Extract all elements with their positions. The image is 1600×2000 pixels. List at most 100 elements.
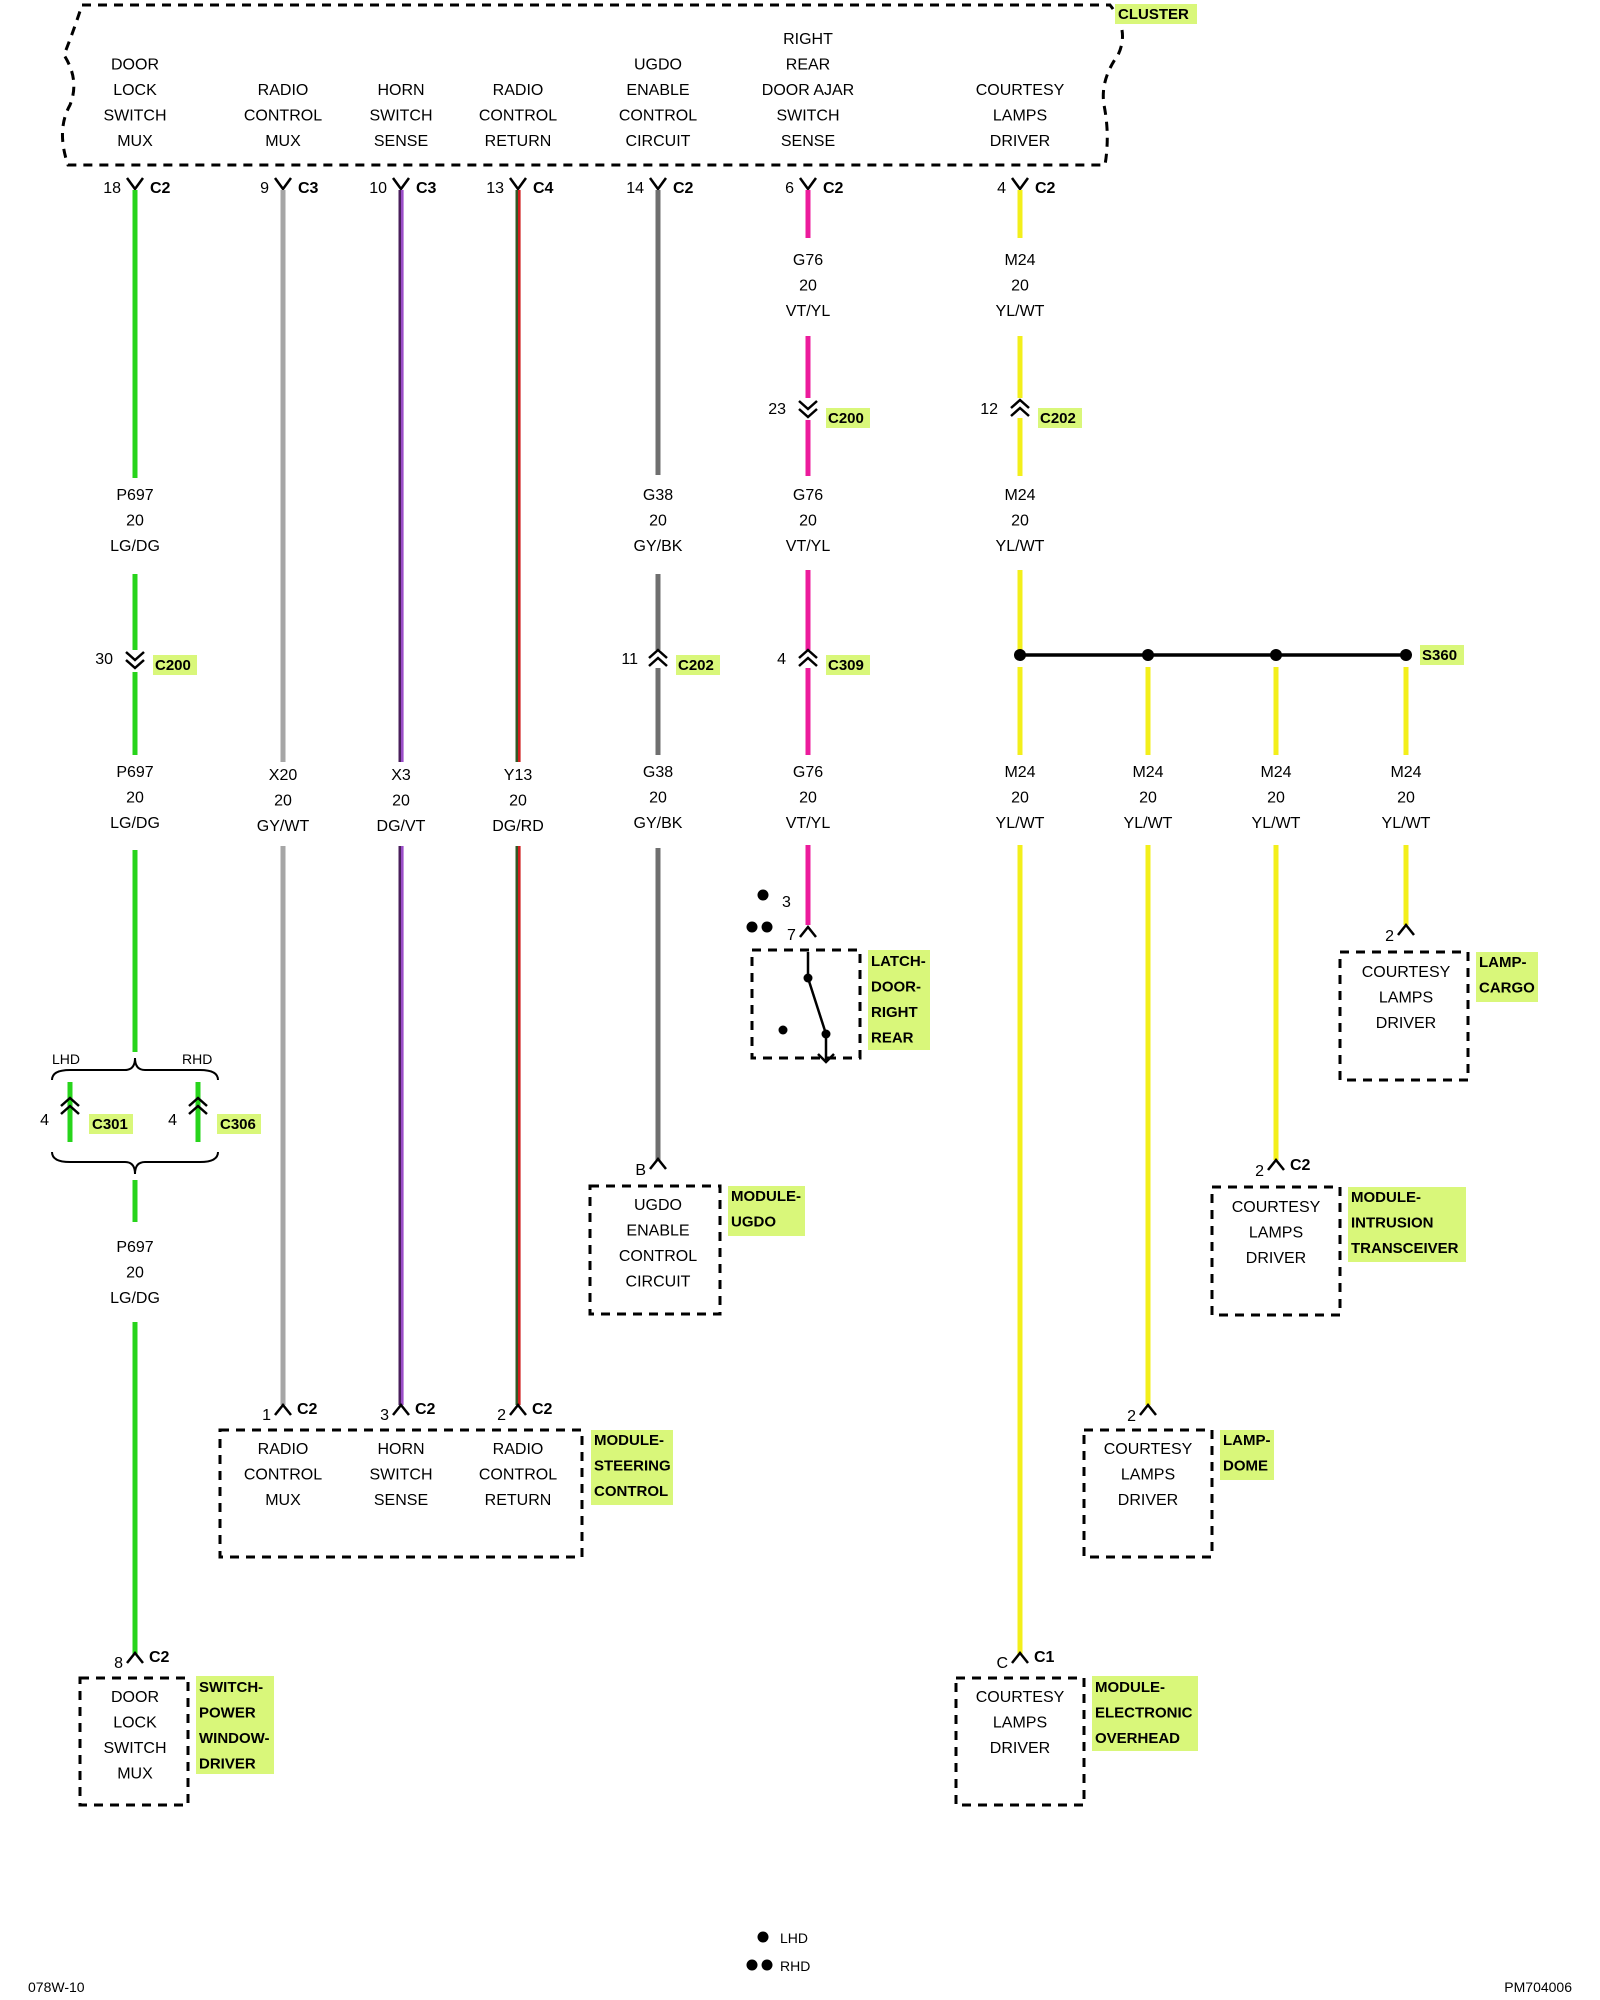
inline-connector-c202 xyxy=(648,656,668,667)
wire-label: G38 xyxy=(643,487,673,504)
inline-connector-c202 xyxy=(1010,406,1030,417)
inline-connector-pin: 4 xyxy=(40,1112,49,1129)
cluster-connector-label: C2 xyxy=(150,180,171,197)
module-name: CONTROL xyxy=(594,1483,668,1500)
cluster-pin-label: SWITCH xyxy=(103,108,166,125)
latch-switch-contact xyxy=(778,1025,788,1035)
module-pin-terminal xyxy=(1267,1157,1285,1171)
module-highlight xyxy=(196,1676,274,1774)
cluster-pin-label: RIGHT xyxy=(783,31,833,48)
module-pin-label: RADIO xyxy=(258,1441,309,1458)
module-pin-label: CIRCUIT xyxy=(626,1274,691,1291)
inline-connector-c200 xyxy=(125,651,145,662)
cluster-pin-label: UGDO xyxy=(634,57,682,74)
wire-label: 20 xyxy=(1011,278,1029,295)
wire-label: YL/WT xyxy=(1382,815,1431,832)
wire-label: 20 xyxy=(392,793,410,810)
module-pin-number: 2 xyxy=(1127,1408,1136,1425)
cluster-connector-label: C3 xyxy=(298,180,319,197)
rhd-dot xyxy=(746,921,758,933)
module-pin-label: SWITCH xyxy=(103,1740,166,1757)
module-pin-label: LAMPS xyxy=(1249,1225,1303,1242)
latch-switch-arm xyxy=(806,977,828,1035)
cluster-pin-label: LAMPS xyxy=(993,108,1047,125)
module-pin-terminal xyxy=(649,1156,667,1170)
module-pin-label: COURTESY xyxy=(1232,1199,1321,1216)
module-name: WINDOW- xyxy=(199,1730,270,1747)
wire-label: 20 xyxy=(799,513,817,530)
cluster-pin-label: CONTROL xyxy=(244,108,322,125)
module-lamp-dome-box xyxy=(1082,1428,1214,1559)
module-highlight xyxy=(868,950,930,1050)
legend-lhd-dot xyxy=(757,1931,769,1943)
module-pin-terminal xyxy=(126,1650,144,1664)
legend-lhd-label: LHD xyxy=(780,1930,808,1946)
module-highlight xyxy=(1348,1187,1466,1262)
label-mask xyxy=(371,762,431,846)
cluster-pin-label: DOOR xyxy=(111,57,159,74)
wire-label: M24 xyxy=(1390,764,1421,781)
lhd-dot xyxy=(757,889,769,901)
inline-connector-label: C200 xyxy=(828,410,864,427)
inline-connector-c202 xyxy=(1010,398,1030,409)
module-name: RIGHT xyxy=(871,1004,918,1021)
module-pin-number: 1 xyxy=(262,1407,271,1424)
module-pin-label: COURTESY xyxy=(976,1689,1065,1706)
cluster-pin-label: RADIO xyxy=(493,82,544,99)
inline-connector-c200 xyxy=(798,400,818,411)
cluster-pin-number: 6 xyxy=(785,180,794,197)
module-pin-terminal xyxy=(509,1402,527,1416)
cluster-pin-terminal xyxy=(648,177,668,192)
inline-connector-c309 xyxy=(798,648,818,659)
inline-connector-pin: 11 xyxy=(621,651,638,668)
module-name: ELECTRONIC xyxy=(1095,1705,1193,1722)
inline-connector-label: C202 xyxy=(678,657,714,674)
module-name: DRIVER xyxy=(199,1756,256,1773)
wire-label: P697 xyxy=(116,1239,153,1256)
wire-label: G76 xyxy=(793,764,823,781)
module-pin-label: CONTROL xyxy=(479,1467,557,1484)
cluster-connector-label: C2 xyxy=(1035,180,1056,197)
wire-label: M24 xyxy=(1004,252,1035,269)
module-highlight xyxy=(591,1430,673,1505)
wire-label: M24 xyxy=(1004,487,1035,504)
splice-dot xyxy=(1270,649,1282,661)
module-pin-label: RETURN xyxy=(485,1492,552,1509)
module-pin-label: SENSE xyxy=(374,1492,428,1509)
rhd-label: RHD xyxy=(182,1051,212,1067)
cluster-pin-terminal xyxy=(391,177,411,192)
wire-label: 20 xyxy=(1011,513,1029,530)
module-name: INTRUSION xyxy=(1351,1215,1434,1232)
wire-label: 20 xyxy=(126,513,144,530)
wire-label: 20 xyxy=(649,790,667,807)
module-highlight xyxy=(1092,1676,1198,1751)
cluster-pin-label: CIRCUIT xyxy=(626,133,691,150)
lhd-label: LHD xyxy=(52,1051,80,1067)
inline-connector-label: C200 xyxy=(155,657,191,674)
module-pin-label: COURTESY xyxy=(1104,1441,1193,1458)
splice-dot xyxy=(1142,649,1154,661)
cluster-pin-label: LOCK xyxy=(113,82,157,99)
module-pin-number: 8 xyxy=(114,1655,123,1672)
module-name: OVERHEAD xyxy=(1095,1730,1180,1747)
inline-connector-pin: 30 xyxy=(95,651,113,668)
inline-connector-label: C306 xyxy=(220,1116,256,1133)
module-pin-label: LAMPS xyxy=(993,1715,1047,1732)
wire-label: 20 xyxy=(1139,790,1157,807)
cluster-pin-label: SENSE xyxy=(374,133,428,150)
cluster-pin-label: CONTROL xyxy=(479,108,557,125)
wire-label: YL/WT xyxy=(996,815,1045,832)
inline-connector-pin: 23 xyxy=(768,401,786,418)
module-pin-label: HORN xyxy=(377,1441,424,1458)
module-pin-label: MUX xyxy=(117,1766,153,1783)
figure-id-left: 078W-10 xyxy=(28,1979,85,1995)
wire-label: 20 xyxy=(126,790,144,807)
legend-rhd-label: RHD xyxy=(780,1958,810,1974)
wire-label: P697 xyxy=(116,487,153,504)
cluster-pin-terminal xyxy=(273,177,293,192)
cluster-pin-terminal xyxy=(1010,177,1030,192)
module-pin-terminal xyxy=(274,1402,292,1416)
inline-connector-c306 xyxy=(188,1096,208,1107)
cluster-pin-label: MUX xyxy=(117,133,153,150)
module-pin-label: DRIVER xyxy=(1376,1015,1436,1032)
